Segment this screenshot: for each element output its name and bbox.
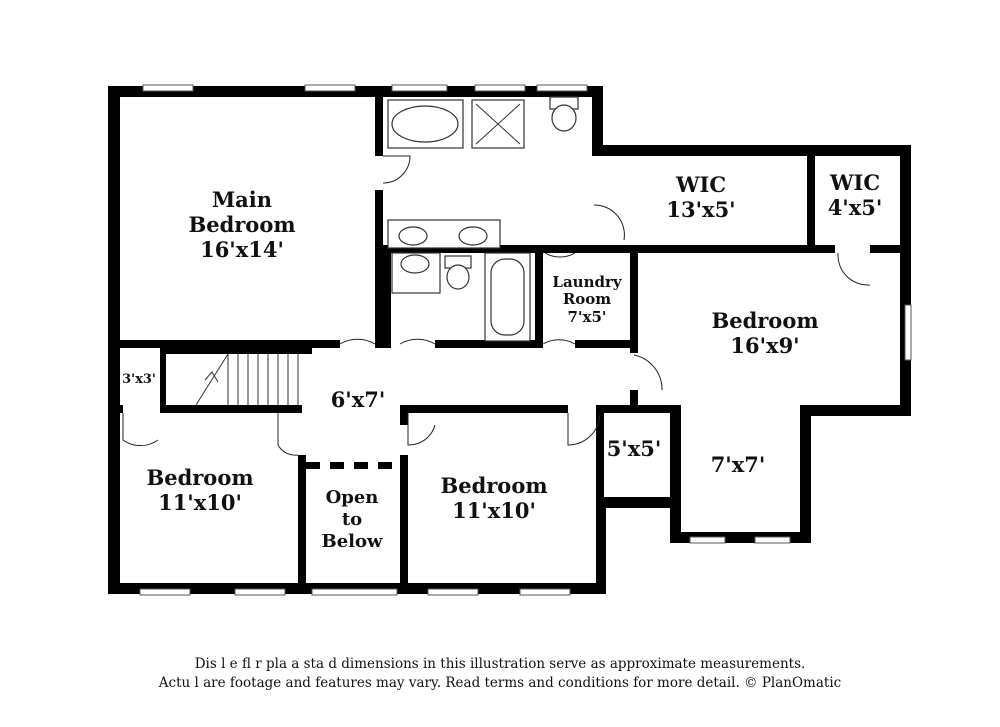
bedroom-sw-name: Bedroom <box>146 465 253 490</box>
closet-5x5-size: 5'x5' <box>607 436 662 461</box>
open-below-line2: to <box>342 509 362 530</box>
disclaimer: Dis l e fl r pla a sta d dimensions in t… <box>0 655 1000 693</box>
staircase <box>166 353 300 406</box>
disclaimer-line-1: Dis l e fl r pla a sta d dimensions in t… <box>194 656 806 672</box>
closet-small-size: 3'x3' <box>122 372 156 387</box>
hall-size: 6'x7' <box>331 387 386 412</box>
laundry-name-line2: Room <box>563 290 611 308</box>
main-bedroom-size: 16'x14' <box>200 237 284 262</box>
laundry-size: 7'x5' <box>567 308 606 326</box>
bedroom-s-name: Bedroom <box>440 473 547 498</box>
bedroom-east-name: Bedroom <box>711 308 818 333</box>
nook-size: 7'x7' <box>711 452 766 477</box>
room-labels: Main Bedroom 16'x14' WIC 13'x5' WIC 4'x5… <box>122 170 882 552</box>
bedroom-sw-size: 11'x10' <box>158 490 242 515</box>
fixtures <box>387 96 579 342</box>
main-bedroom-name-line2: Bedroom <box>188 212 295 237</box>
open-below-line3: Below <box>321 531 383 552</box>
wic-1-name: WIC <box>675 172 726 197</box>
disclaimer-line-2: Actu l are footage and features may vary… <box>158 675 842 691</box>
main-bedroom-name-line1: Main <box>212 187 272 212</box>
open-below-line1: Open <box>326 487 379 508</box>
doors <box>122 155 871 456</box>
bedroom-east-size: 16'x9' <box>730 333 799 358</box>
wic-1-size: 13'x5' <box>666 197 735 222</box>
laundry-name-line1: Laundry <box>552 273 622 291</box>
windows <box>139 84 912 596</box>
railing <box>306 462 392 469</box>
wic-2-name: WIC <box>829 170 880 195</box>
wic-2-size: 4'x5' <box>828 195 883 220</box>
bedroom-s-size: 11'x10' <box>452 498 536 523</box>
